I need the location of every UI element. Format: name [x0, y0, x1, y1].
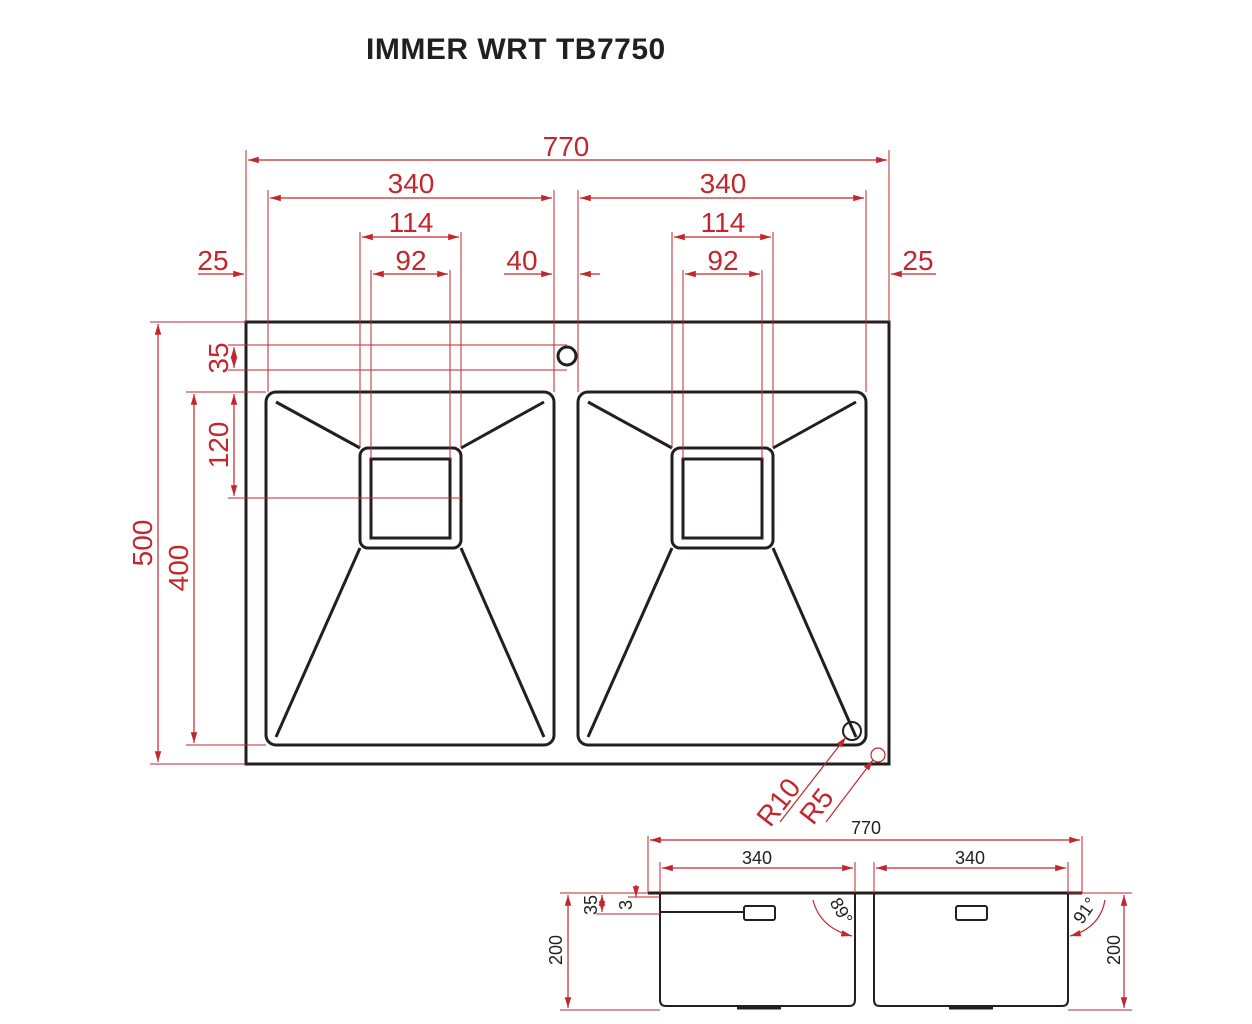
label-margin-center: 40: [506, 245, 537, 276]
label-margin-left: 25: [197, 245, 228, 276]
label-section-bowl-left: 340: [742, 848, 772, 868]
section-view: 770 340 340 35 3 200 200 89° 91°: [546, 818, 1132, 1011]
left-bowl: [264, 390, 556, 747]
extension-lines: [150, 150, 890, 765]
label-outlet-outer-left: 114: [389, 207, 434, 238]
label-section-flange-thickness: 3: [616, 900, 636, 910]
label-bowl-depth: 400: [163, 545, 194, 592]
top-view: [244, 320, 891, 766]
label-radius-r10: R10: [750, 772, 806, 832]
section-left-overflow: [743, 905, 776, 921]
label-section-depth-right: 200: [1104, 935, 1124, 965]
label-section-flange-offset: 35: [581, 895, 601, 915]
section-right-overflow: [955, 905, 988, 921]
right-outlet-inner: [681, 457, 764, 540]
label-overall-width: 770: [543, 131, 590, 162]
sink-top-outline: [244, 320, 891, 766]
label-angle-left: 89°: [826, 894, 857, 928]
label-bowl-width-left: 340: [388, 168, 435, 199]
label-tap-hole-offset: 35: [203, 342, 234, 373]
radius-r10-circle: [842, 721, 862, 741]
right-outlet-outer: [670, 446, 775, 550]
label-section-depth-left: 200: [546, 935, 566, 965]
label-margin-right: 25: [902, 245, 933, 276]
dimension-lines: [154, 156, 936, 823]
product-title: IMMER WRT TB7750: [366, 33, 666, 66]
section-left-bowl: [659, 893, 856, 1007]
label-angle-right: 91°: [1069, 894, 1101, 928]
label-section-bowl-right: 340: [955, 848, 985, 868]
radius-r5-circle: [870, 747, 886, 763]
label-bowl-width-right: 340: [700, 168, 747, 199]
right-bowl: [576, 390, 868, 747]
tap-hole: [556, 345, 578, 367]
section-right-bowl: [873, 893, 1069, 1007]
label-outlet-inner-right: 92: [707, 245, 738, 276]
label-outlet-outer-right: 114: [701, 207, 746, 238]
label-outlet-inner-left: 92: [395, 245, 426, 276]
label-outlet-offset: 120: [203, 422, 234, 469]
label-section-overall-width: 770: [851, 818, 881, 838]
top-view-labels: 770 340 340 114 114 92 92 25 40 25 500 4…: [127, 131, 934, 832]
label-overall-depth: 500: [127, 520, 158, 567]
